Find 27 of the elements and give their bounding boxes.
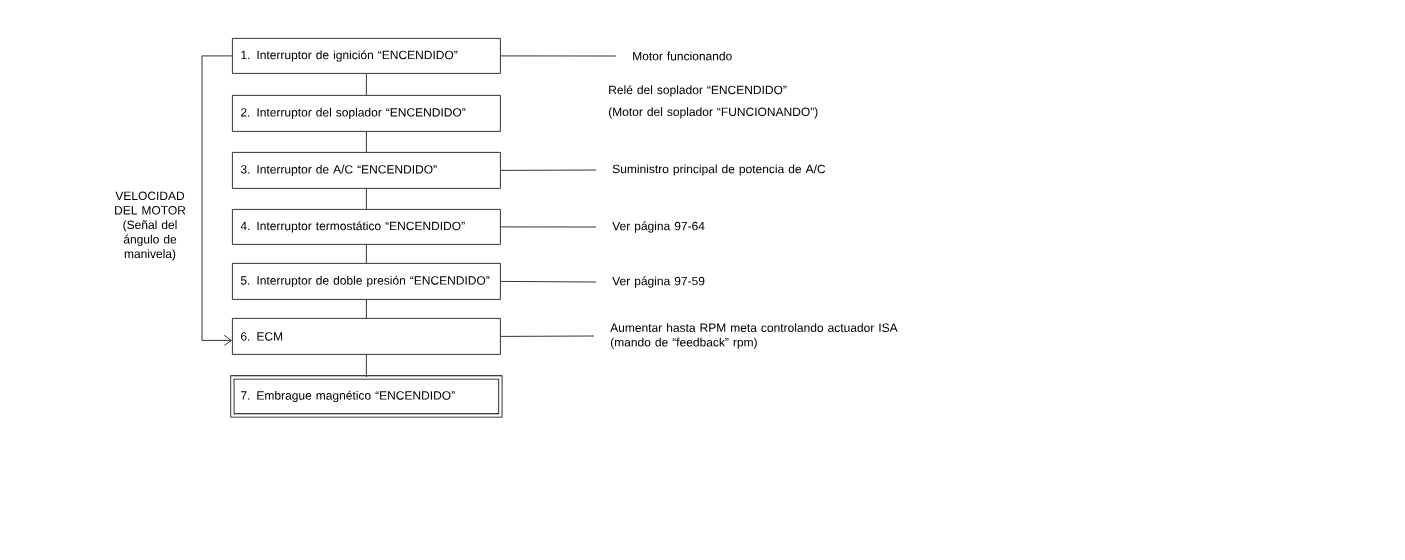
connector-line (366, 354, 367, 378)
connector-line (500, 226, 597, 228)
connector-line (366, 131, 367, 153)
process-box: 2. Interruptor del soplador “ENCENDIDO” (232, 95, 501, 132)
connector-line (366, 188, 367, 210)
connector-line (500, 55, 617, 57)
process-box: 7. Embrague magnético “ENCENDIDO” (230, 375, 503, 418)
process-box: 5. Interruptor de doble presión “ENCENDIDO” (232, 263, 501, 300)
result-text: Ver página 97-64 (612, 221, 705, 233)
result-text: Ver página 97-59 (612, 276, 705, 288)
edge-label: VELOCIDAD DEL MOTOR (Señal del ángulo de manivela) (105, 190, 195, 262)
connector-line (500, 169, 597, 171)
connector-line (366, 244, 367, 264)
process-box: 1. Interruptor de ignición “ENCENDIDO” (232, 38, 501, 74)
result-text: Motor funcionando (633, 51, 732, 61)
note-text: (Motor del soplador “FUNCIONANDO”) (608, 107, 818, 119)
process-box: 4. Interruptor termostático “ENCENDIDO” (232, 209, 501, 245)
note-text: Relé del soplador “ENCENDIDO” (609, 85, 787, 97)
connector-line (201, 55, 233, 346)
connector-line (500, 281, 597, 283)
process-box: 6. ECM (232, 318, 501, 355)
result-text: Aumentar hasta RPM meta controlando actuador ISA (mando de “feedback” rpm) (610, 323, 898, 349)
result-text: Suministro principal de potencia de A/C (612, 164, 826, 176)
connector-line (366, 299, 367, 319)
process-box: 3. Interruptor de A/C “ENCENDIDO” (232, 152, 501, 189)
connector-line (500, 335, 595, 337)
connector-line (366, 73, 367, 96)
